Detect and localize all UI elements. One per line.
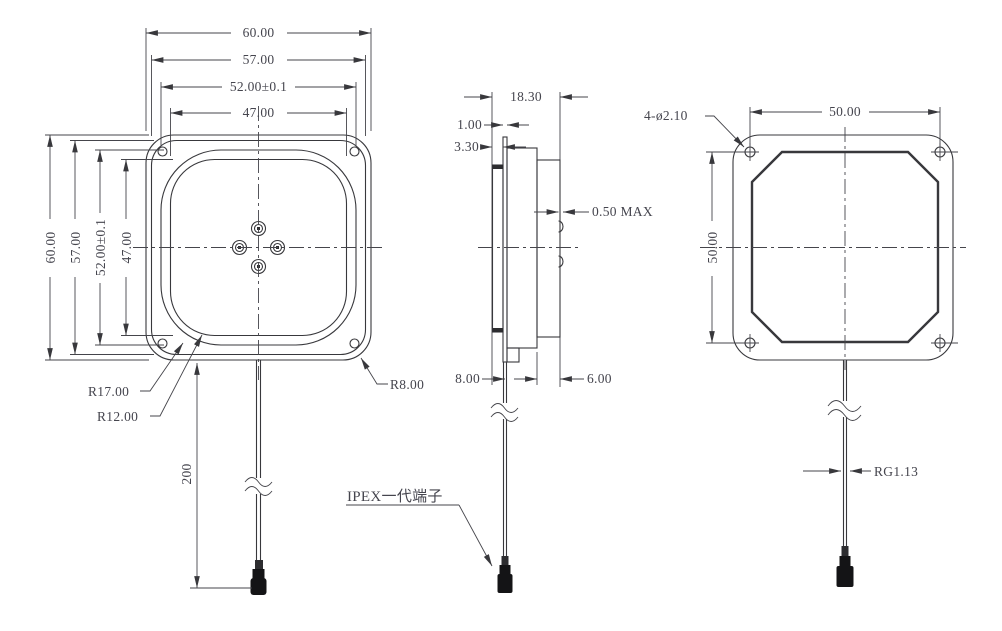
side-view-body [478,92,582,387]
dim-height-52: 52.00±0.1 [93,219,108,276]
radius-label-r12: R12.00 [97,409,138,424]
front-cable-length-dimension: 200 [179,363,252,589]
dim-height-47: 47.00 [119,232,134,264]
front-view: 60.00 57.00 52.00±0.1 47.00 60.00 57.00 [43,25,424,595]
back-patch-octagon [750,150,940,344]
dim-plate-1-00: 1.00 [457,117,482,132]
back-view: 50.00 50.00 4-ø2.10 RG1.13 [644,104,966,587]
dim-hole-spacing-v-50: 50.00 [705,232,720,264]
back-view-dimensions: 50.00 50.00 4-ø2.10 RG1.13 [644,104,941,479]
back-view-body [700,127,966,370]
front-view-cable [244,360,273,595]
side-mounting-plate [502,136,508,363]
side-view: 18.30 1.00 3.30 0.50 MAX 8.00 6.00 [346,89,653,593]
side-cable-boot [506,347,520,363]
radius-label-r17: R17.00 [88,384,129,399]
dim-hole-spacing-h-50: 50.00 [829,104,861,119]
dim-width-52: 52.00±0.1 [230,79,287,94]
front-ipex-connector [250,560,267,595]
label-mounting-holes: 4-ø2.10 [644,108,688,123]
back-view-cable [827,360,862,587]
front-left-dimensions: 60.00 57.00 52.00±0.1 47.00 [43,134,173,361]
radius-label-r8: R8.00 [390,377,424,392]
label-cable-rg1-13: RG1.13 [874,464,918,479]
dim-bracket-3-30: 3.30 [454,139,479,154]
dim-cable-length-200: 200 [179,463,194,484]
dim-protrusion-0-50-max: 0.50 MAX [592,204,653,219]
cable-break-symbol [827,409,862,421]
back-ipex-connector [836,546,854,587]
side-ipex-connector [497,556,513,593]
front-radius-labels: R17.00 R12.00 R8.00 [88,334,424,424]
dim-cable-offset-8-00: 8.00 [455,371,480,386]
dim-width-57: 57.00 [243,52,275,67]
side-rear-section [536,159,561,338]
cable-break-symbol [827,400,862,412]
side-bracket [491,164,504,333]
dim-width-60: 60.00 [243,25,275,40]
side-clip [558,255,564,268]
front-top-dimensions: 60.00 57.00 52.00±0.1 47.00 [145,25,372,156]
cable-break-symbol [244,486,273,496]
front-corner-screw-holes [157,146,360,349]
cable-break-symbol [490,412,519,422]
cable-break-symbol [244,477,273,487]
dim-height-60: 60.00 [43,232,58,264]
side-view-dimensions: 18.30 1.00 3.30 0.50 MAX 8.00 6.00 [454,89,653,386]
front-view-body [133,106,384,380]
side-view-cable [490,362,519,593]
side-clip [558,220,564,233]
connector-label-ipex: IPEX一代端子 [347,488,443,505]
cable-break-symbol [490,403,519,413]
dim-thickness-18-30: 18.30 [510,89,542,104]
dim-height-57: 57.00 [68,232,83,264]
side-main-body [506,147,538,349]
dim-body-depth-6-00: 6.00 [587,371,612,386]
dim-width-47: 47.00 [243,105,275,120]
ipex-connector-callout: IPEX一代端子 [346,488,493,567]
